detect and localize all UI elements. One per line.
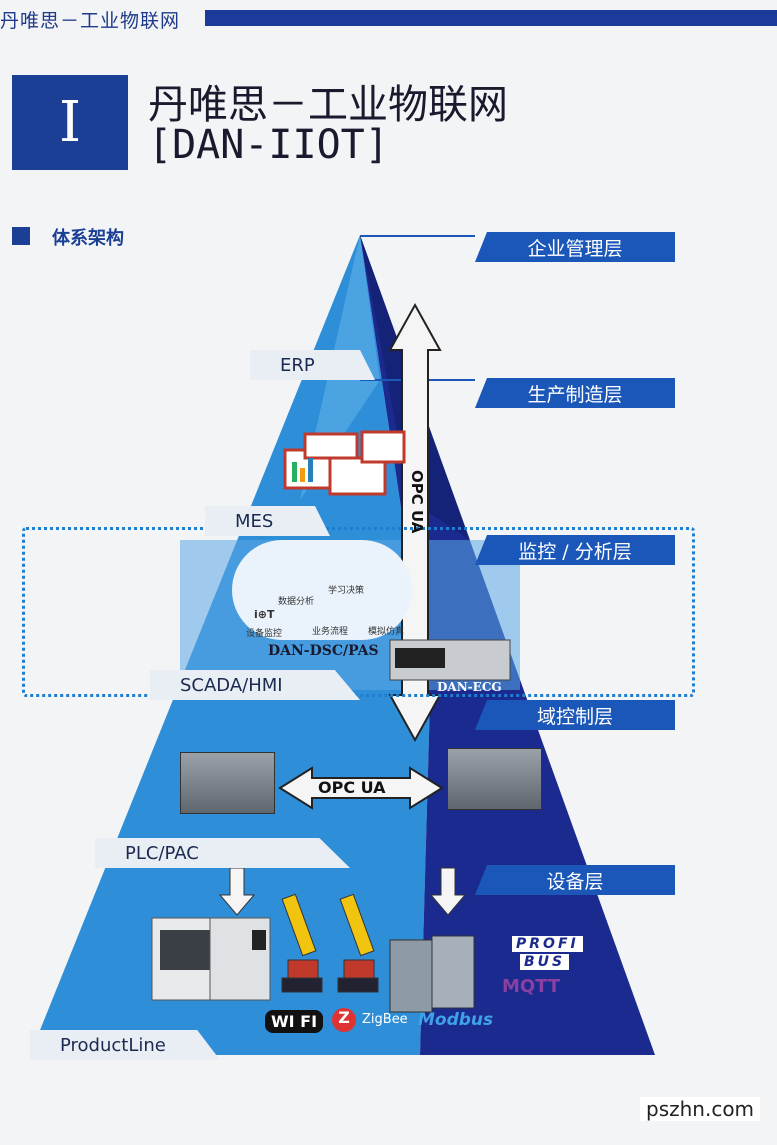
layer-monitoring: 监控 / 分析层 [475,535,675,565]
profibus-logo-top: PROFI [512,936,583,952]
opc-ua-vertical-arrow [388,302,442,743]
zigbee-icon: Z [332,1008,356,1032]
down-arrow-right [429,867,467,916]
tier-mes: MES [205,506,330,536]
tier-erp: ERP [250,350,375,380]
product-label-ecg: DAN-ECG [437,680,502,694]
modbus-logo: Modbus [418,1010,494,1030]
section-marker [12,227,30,245]
page-title: 丹唯思－工业物联网 [148,82,508,128]
tier-scada: SCADA/HMI [150,670,360,700]
layer-enterprise: 企业管理层 [475,232,675,262]
zigbee-logo: ZigBee [362,1012,408,1027]
profibus-logo-bottom: BUS [520,954,570,970]
plc-device-right [447,748,542,810]
robot-arm-image [281,893,379,993]
wifi-logo: WI FI [265,1010,324,1033]
cloud-item: 模拟仿真 [368,627,405,637]
drive-cabinets-image [389,935,475,1013]
cloud-item: 设备监控 [246,629,283,639]
opc-ua-vertical-label: OPC UA [408,470,426,534]
layer-production: 生产制造层 [475,378,675,408]
tier-plc: PLC/PAC [95,838,350,868]
down-arrow-left [218,867,256,916]
cnc-machine-image [151,917,271,1001]
opc-ua-horizontal-label: OPC UA [318,778,386,797]
chapter-number: I [12,75,128,170]
opc-ua-horizontal-arrow [278,766,444,810]
plc-device-left [180,752,275,814]
layer-device: 设备层 [475,865,675,895]
dan-ecg-device-image [389,639,511,681]
cloud-item: 数据分析 [278,597,315,607]
product-label-dsc: DAN-DSC/PAS [268,643,379,659]
section-title: 体系架构 [52,228,124,249]
mes-monitors-icon [283,430,406,496]
tier-productline: ProductLine [30,1030,220,1060]
layer-domain-control: 域控制层 [475,700,675,730]
cloud-item: 业务流程 [312,627,349,637]
iot-logo: i⊕T [254,608,275,621]
monitoring-layer-highlight [22,527,695,697]
watermark: pszhn.com [640,1097,761,1121]
running-title: 丹唯思－工业物联网 [0,10,181,32]
page-subtitle: [DAN-IIOT] [148,122,389,168]
header-bar [205,10,777,26]
cloud-item: 学习决策 [328,586,365,596]
cloud-services-graphic [232,540,412,640]
mqtt-logo: MQTT [502,976,561,997]
